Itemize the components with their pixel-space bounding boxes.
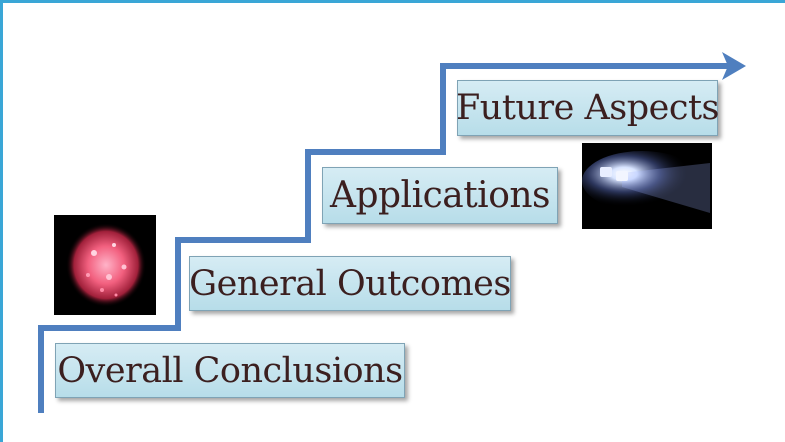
step-overall-conclusions: Overall Conclusions	[55, 343, 405, 398]
step-future-aspects: Future Aspects	[456, 80, 720, 136]
step-label: General Outcomes	[189, 263, 511, 304]
staircase-line	[38, 63, 728, 413]
phosphor-powder-photo	[54, 215, 156, 315]
step-applications: Applications	[322, 167, 558, 224]
staircase-arrowhead	[722, 52, 746, 80]
led-light-photo	[582, 143, 712, 229]
step-general-outcomes: General Outcomes	[189, 256, 511, 311]
step-label: Future Aspects	[456, 88, 720, 128]
step-label: Applications	[329, 175, 551, 216]
step-label: Overall Conclusions	[57, 350, 403, 391]
